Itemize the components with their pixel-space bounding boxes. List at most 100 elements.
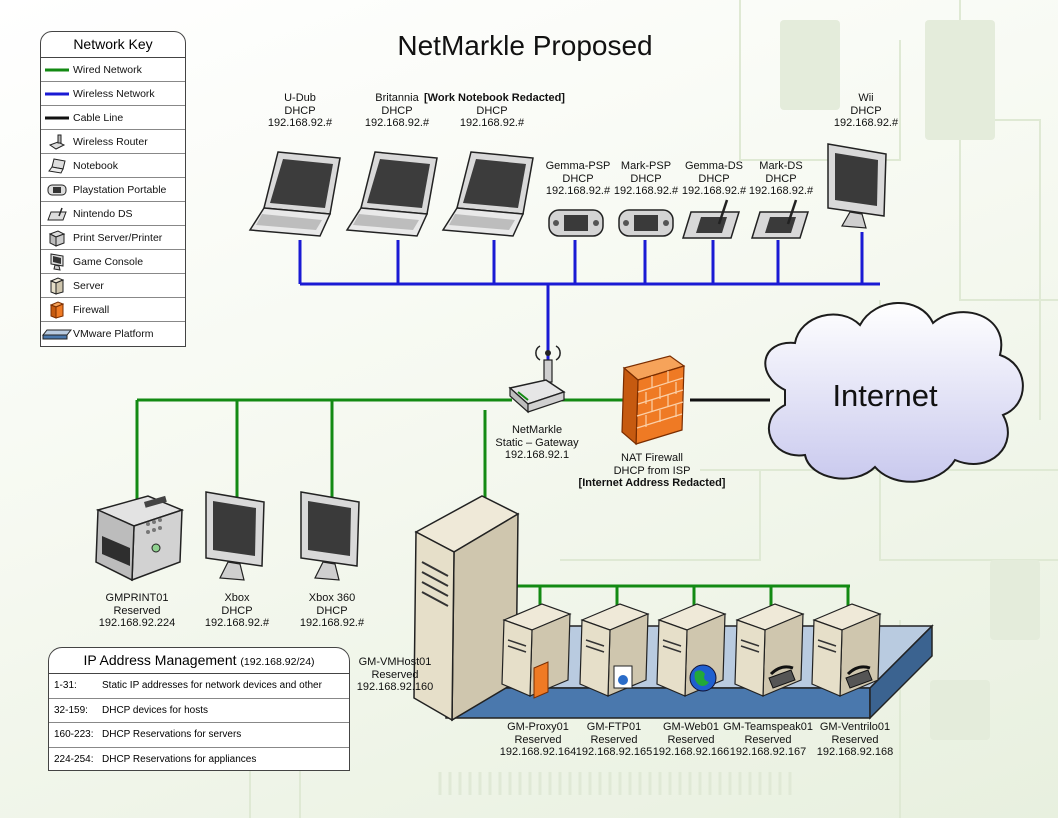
- ftp-label: GM-FTP01 Reserved 192.168.92.165: [576, 721, 652, 759]
- ipm-range: 160-223:: [54, 729, 94, 740]
- device-name: GM-FTP01: [586, 721, 642, 733]
- device-mode: Reserved: [514, 733, 562, 746]
- work-notebook-icon[interactable]: [441, 148, 537, 240]
- wii-console-icon[interactable]: [822, 140, 892, 235]
- ipm-desc: DHCP Reservations for appliances: [102, 753, 257, 765]
- work-notebook-redaction: [Work Notebook Redacted]: [424, 92, 565, 104]
- legend-item-label: Game Console: [73, 255, 144, 268]
- work-notebook-label: DHCP 192.168.92.#: [460, 105, 524, 130]
- ipm-title-text: IP Address Management: [83, 652, 237, 668]
- xbox360-console-icon[interactable]: [295, 488, 365, 586]
- legend-item-label: Server: [73, 279, 104, 292]
- diagram-title: NetMarkle Proposed: [397, 30, 653, 61]
- ipm-row: 32-159:DHCP devices for hosts: [49, 699, 349, 723]
- britannia-notebook-icon[interactable]: [345, 148, 441, 240]
- device-name: Xbox: [224, 592, 250, 604]
- legend-item: Print Server/Printer: [41, 226, 185, 250]
- wireless-router-icon[interactable]: [506, 340, 568, 416]
- ipm-range: 32-159:: [54, 704, 88, 716]
- legend-item: Wired Network: [41, 58, 185, 82]
- printer-icon: [48, 229, 66, 247]
- psp-icon: [47, 184, 67, 195]
- legend-item: Wireless Network: [41, 82, 185, 106]
- mark-ds-label: Mark-DS DHCP 192.168.92.#: [749, 160, 813, 198]
- device-mode: DHCP: [316, 604, 348, 617]
- udub-notebook-icon[interactable]: [248, 148, 344, 240]
- legend-item: Game Console: [41, 250, 185, 274]
- device-mode: DHCP: [850, 104, 882, 117]
- proxy-label: GM-Proxy01 Reserved 192.168.92.164: [500, 721, 576, 759]
- legend-item-label: Wired Network: [73, 63, 142, 76]
- internet-label: Internet: [832, 378, 938, 413]
- gemma-ds-label: Gemma-DS DHCP 192.168.92.#: [682, 160, 746, 198]
- cable-line-icon: [45, 116, 69, 119]
- firewall-icon[interactable]: [620, 352, 686, 448]
- wired-line-icon: [45, 68, 69, 71]
- legend-item-label: VMware Platform: [73, 327, 154, 340]
- firewall-redaction: [Internet Address Redacted]: [578, 477, 726, 489]
- legend-item: Cable Line: [41, 106, 185, 130]
- teamspeak-label: GM-Teamspeak01 Reserved 192.168.92.167: [723, 721, 813, 759]
- legend-item-label: Cable Line: [73, 111, 124, 124]
- device-name: Wii: [858, 92, 874, 104]
- notebook-icon: [48, 157, 66, 174]
- device-ip: 192.168.92.168: [816, 746, 894, 758]
- vmhost-label: GM-VMHost01 Reserved 192.168.92.160: [357, 656, 433, 694]
- mark-ds-icon[interactable]: [750, 198, 812, 242]
- device-ip: 192.168.92.166: [652, 746, 730, 758]
- ventrilo-label: GM-Ventrilo01 Reserved 192.168.92.168: [817, 721, 893, 759]
- gemma-ds-icon[interactable]: [681, 198, 743, 242]
- web-label: GM-Web01 Reserved 192.168.92.166: [653, 721, 729, 759]
- device-name: Mark-DS: [759, 160, 803, 172]
- vmware-icon: [42, 329, 72, 339]
- device-mode: DHCP: [698, 172, 730, 185]
- printer-label: GMPRINT01 Reserved 192.168.92.224: [99, 592, 175, 630]
- mark-psp-icon[interactable]: [617, 206, 675, 240]
- device-mode: Reserved: [113, 604, 161, 617]
- device-ip: 192.168.92.#: [204, 617, 270, 629]
- device-mode: Reserved: [667, 733, 715, 746]
- ds-icon: [47, 207, 67, 220]
- server-icon: [50, 276, 64, 295]
- legend-item-label: Nintendo DS: [73, 207, 133, 220]
- xbox-label: Xbox DHCP 192.168.92.#: [205, 592, 269, 630]
- web-server-icon[interactable]: [655, 600, 731, 700]
- device-mode: Reserved: [590, 733, 638, 746]
- ventrilo-server-icon[interactable]: [810, 600, 886, 700]
- console-icon: [50, 252, 64, 271]
- device-ip: 192.168.92.160: [356, 681, 434, 693]
- gemma-psp-label: Gemma-PSP DHCP 192.168.92.#: [546, 160, 611, 198]
- legend-item: Notebook: [41, 154, 185, 178]
- legend-item-label: Print Server/Printer: [73, 231, 163, 244]
- proxy-server-icon[interactable]: [500, 600, 576, 700]
- wireless-line-icon: [45, 92, 69, 95]
- mark-psp-label: Mark-PSP DHCP 192.168.92.#: [614, 160, 678, 198]
- device-name: Britannia: [375, 92, 419, 104]
- internet-cloud-icon: [764, 302, 1024, 483]
- ipm-row: 1-31:Static IP addresses for network dev…: [49, 674, 349, 699]
- printer-icon[interactable]: [90, 488, 186, 586]
- vmhost-server-icon[interactable]: [412, 492, 522, 724]
- device-name: Gemma-PSP: [545, 160, 611, 172]
- router-label: NetMarkle Static – Gateway 192.168.92.1: [495, 424, 578, 462]
- device-mode: Reserved: [371, 668, 419, 681]
- device-ip: 192.168.92.1: [504, 449, 570, 461]
- xbox-console-icon[interactable]: [200, 488, 270, 586]
- device-mode: DHCP: [562, 172, 594, 185]
- device-name: Gemma-DS: [684, 160, 744, 172]
- device-ip: 192.168.92.167: [729, 746, 807, 758]
- device-mode: DHCP: [284, 104, 316, 117]
- teamspeak-server-icon[interactable]: [733, 600, 809, 700]
- device-ip: 192.168.92.#: [364, 117, 430, 129]
- ipm-desc: DHCP Reservations for servers: [102, 729, 242, 740]
- britannia-label: Britannia DHCP 192.168.92.#: [365, 92, 429, 130]
- device-mode: DHCP: [221, 604, 253, 617]
- device-name: Xbox 360: [308, 592, 356, 604]
- device-name: GM-Ventrilo01: [819, 721, 891, 733]
- ftp-server-icon[interactable]: [578, 600, 654, 700]
- legend-item: Playstation Portable: [41, 178, 185, 202]
- gemma-psp-icon[interactable]: [547, 206, 605, 240]
- device-ip: 192.168.92.#: [545, 185, 611, 197]
- legend-item-label: Notebook: [73, 159, 118, 172]
